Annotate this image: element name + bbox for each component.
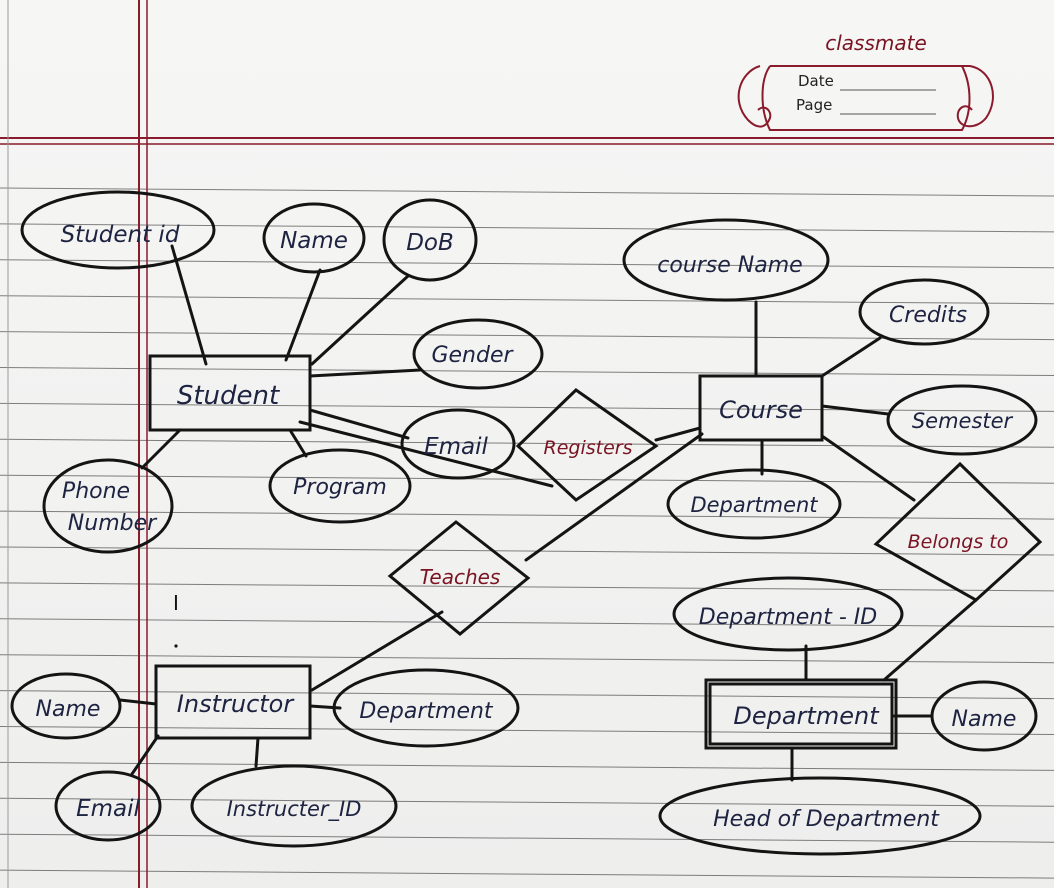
- attr-department-id-label: Department - ID: [699, 605, 877, 630]
- ruled-line: [0, 546, 1054, 556]
- attr-student-id: Student id: [20, 190, 216, 270]
- relationship-teaches-label: Teaches: [420, 565, 501, 589]
- attr-phone-number: Phone Number: [42, 458, 174, 554]
- attr-department-id: Department - ID: [672, 576, 904, 652]
- attr-dob-label: DoB: [406, 230, 454, 256]
- brand-label: classmate: [825, 31, 927, 55]
- ruled-line: [0, 654, 1054, 664]
- relationship-teaches: Teaches: [387, 520, 531, 636]
- ruled-line: [0, 833, 1054, 843]
- attr-department-name-label: Name: [952, 707, 1017, 732]
- attr-program: Program: [268, 448, 412, 524]
- attr-student-id-label: Student id: [61, 222, 180, 248]
- attr-credits: Credits: [858, 278, 990, 346]
- attr-phone-number-line2: Number: [68, 511, 158, 536]
- relationship-registers-label: Registers: [544, 437, 633, 459]
- attr-course-department: Department: [666, 468, 842, 540]
- connector-lines: [118, 244, 978, 782]
- attr-head-of-department: Head of Department: [658, 776, 982, 856]
- ruled-line: [0, 367, 1054, 376]
- ruled-line: [0, 726, 1054, 735]
- attr-instructor-department: Department: [332, 668, 520, 748]
- ruled-line: [0, 438, 1054, 448]
- entity-instructor: Instructor: [154, 664, 312, 740]
- attr-semester-label: Semester: [912, 409, 1014, 433]
- entity-course-label: Course: [719, 396, 803, 424]
- entity-course: Course: [698, 374, 824, 442]
- attr-instructor-name-label: Name: [36, 697, 101, 722]
- ruled-line: [0, 582, 1054, 592]
- attr-instructor-id-label: Instructer_ID: [227, 797, 362, 822]
- entity-student-label: Student: [177, 381, 280, 411]
- attr-student-name: Name: [262, 202, 366, 274]
- stray-dot: [174, 644, 178, 648]
- entity-department: Department: [704, 678, 898, 750]
- attr-instructor-department-label: Department: [359, 699, 494, 724]
- attr-student-email: Email: [400, 408, 516, 480]
- attr-course-name-label: course Name: [657, 253, 802, 278]
- entity-department-label: Department: [733, 702, 880, 730]
- attr-phone-number-line1: Phone: [62, 479, 130, 504]
- attr-course-department-label: Department: [690, 493, 818, 517]
- classmate-header: classmate Date Page: [737, 31, 994, 131]
- date-label: Date: [798, 72, 834, 90]
- attr-semester: Semester: [886, 384, 1038, 456]
- attr-gender: Gender: [412, 318, 544, 390]
- attr-instructor-id: Instructer_ID: [190, 764, 398, 848]
- attr-head-of-department-label: Head of Department: [713, 807, 940, 832]
- ruled-line: [0, 797, 1054, 807]
- attr-course-name: course Name: [622, 218, 830, 302]
- attr-department-name: Name: [930, 680, 1038, 752]
- relationship-registers: Registers: [515, 388, 659, 502]
- attr-gender-label: Gender: [431, 343, 514, 368]
- ruled-lines: [0, 187, 1054, 879]
- ruled-line: [0, 402, 1054, 412]
- page-label: Page: [796, 96, 832, 114]
- ruled-line: [0, 223, 1054, 233]
- attr-instructor-email-label: Email: [76, 796, 140, 822]
- ruled-line: [0, 618, 1054, 628]
- attr-program-label: Program: [293, 475, 387, 500]
- ruled-line: [0, 690, 1054, 700]
- ruled-line: [0, 761, 1054, 771]
- attr-dob: DoB: [382, 198, 478, 282]
- relationship-belongs-to: Belongs to: [873, 461, 1043, 602]
- stray-mark: I: [173, 591, 179, 615]
- relationship-belongs-to-label: Belongs to: [908, 531, 1009, 553]
- ruled-line: [0, 869, 1054, 879]
- entity-instructor-label: Instructor: [177, 690, 296, 718]
- attr-credits-label: Credits: [889, 303, 967, 328]
- attr-student-name-label: Name: [280, 228, 348, 254]
- entity-student: Student: [148, 354, 312, 432]
- ruled-line: [0, 510, 1054, 520]
- ruled-line: [0, 187, 1054, 197]
- ruled-line: [0, 295, 1054, 305]
- attr-student-email-label: Email: [424, 434, 488, 460]
- attr-instructor-email: Email: [54, 770, 162, 842]
- attr-instructor-name: Name: [10, 672, 122, 740]
